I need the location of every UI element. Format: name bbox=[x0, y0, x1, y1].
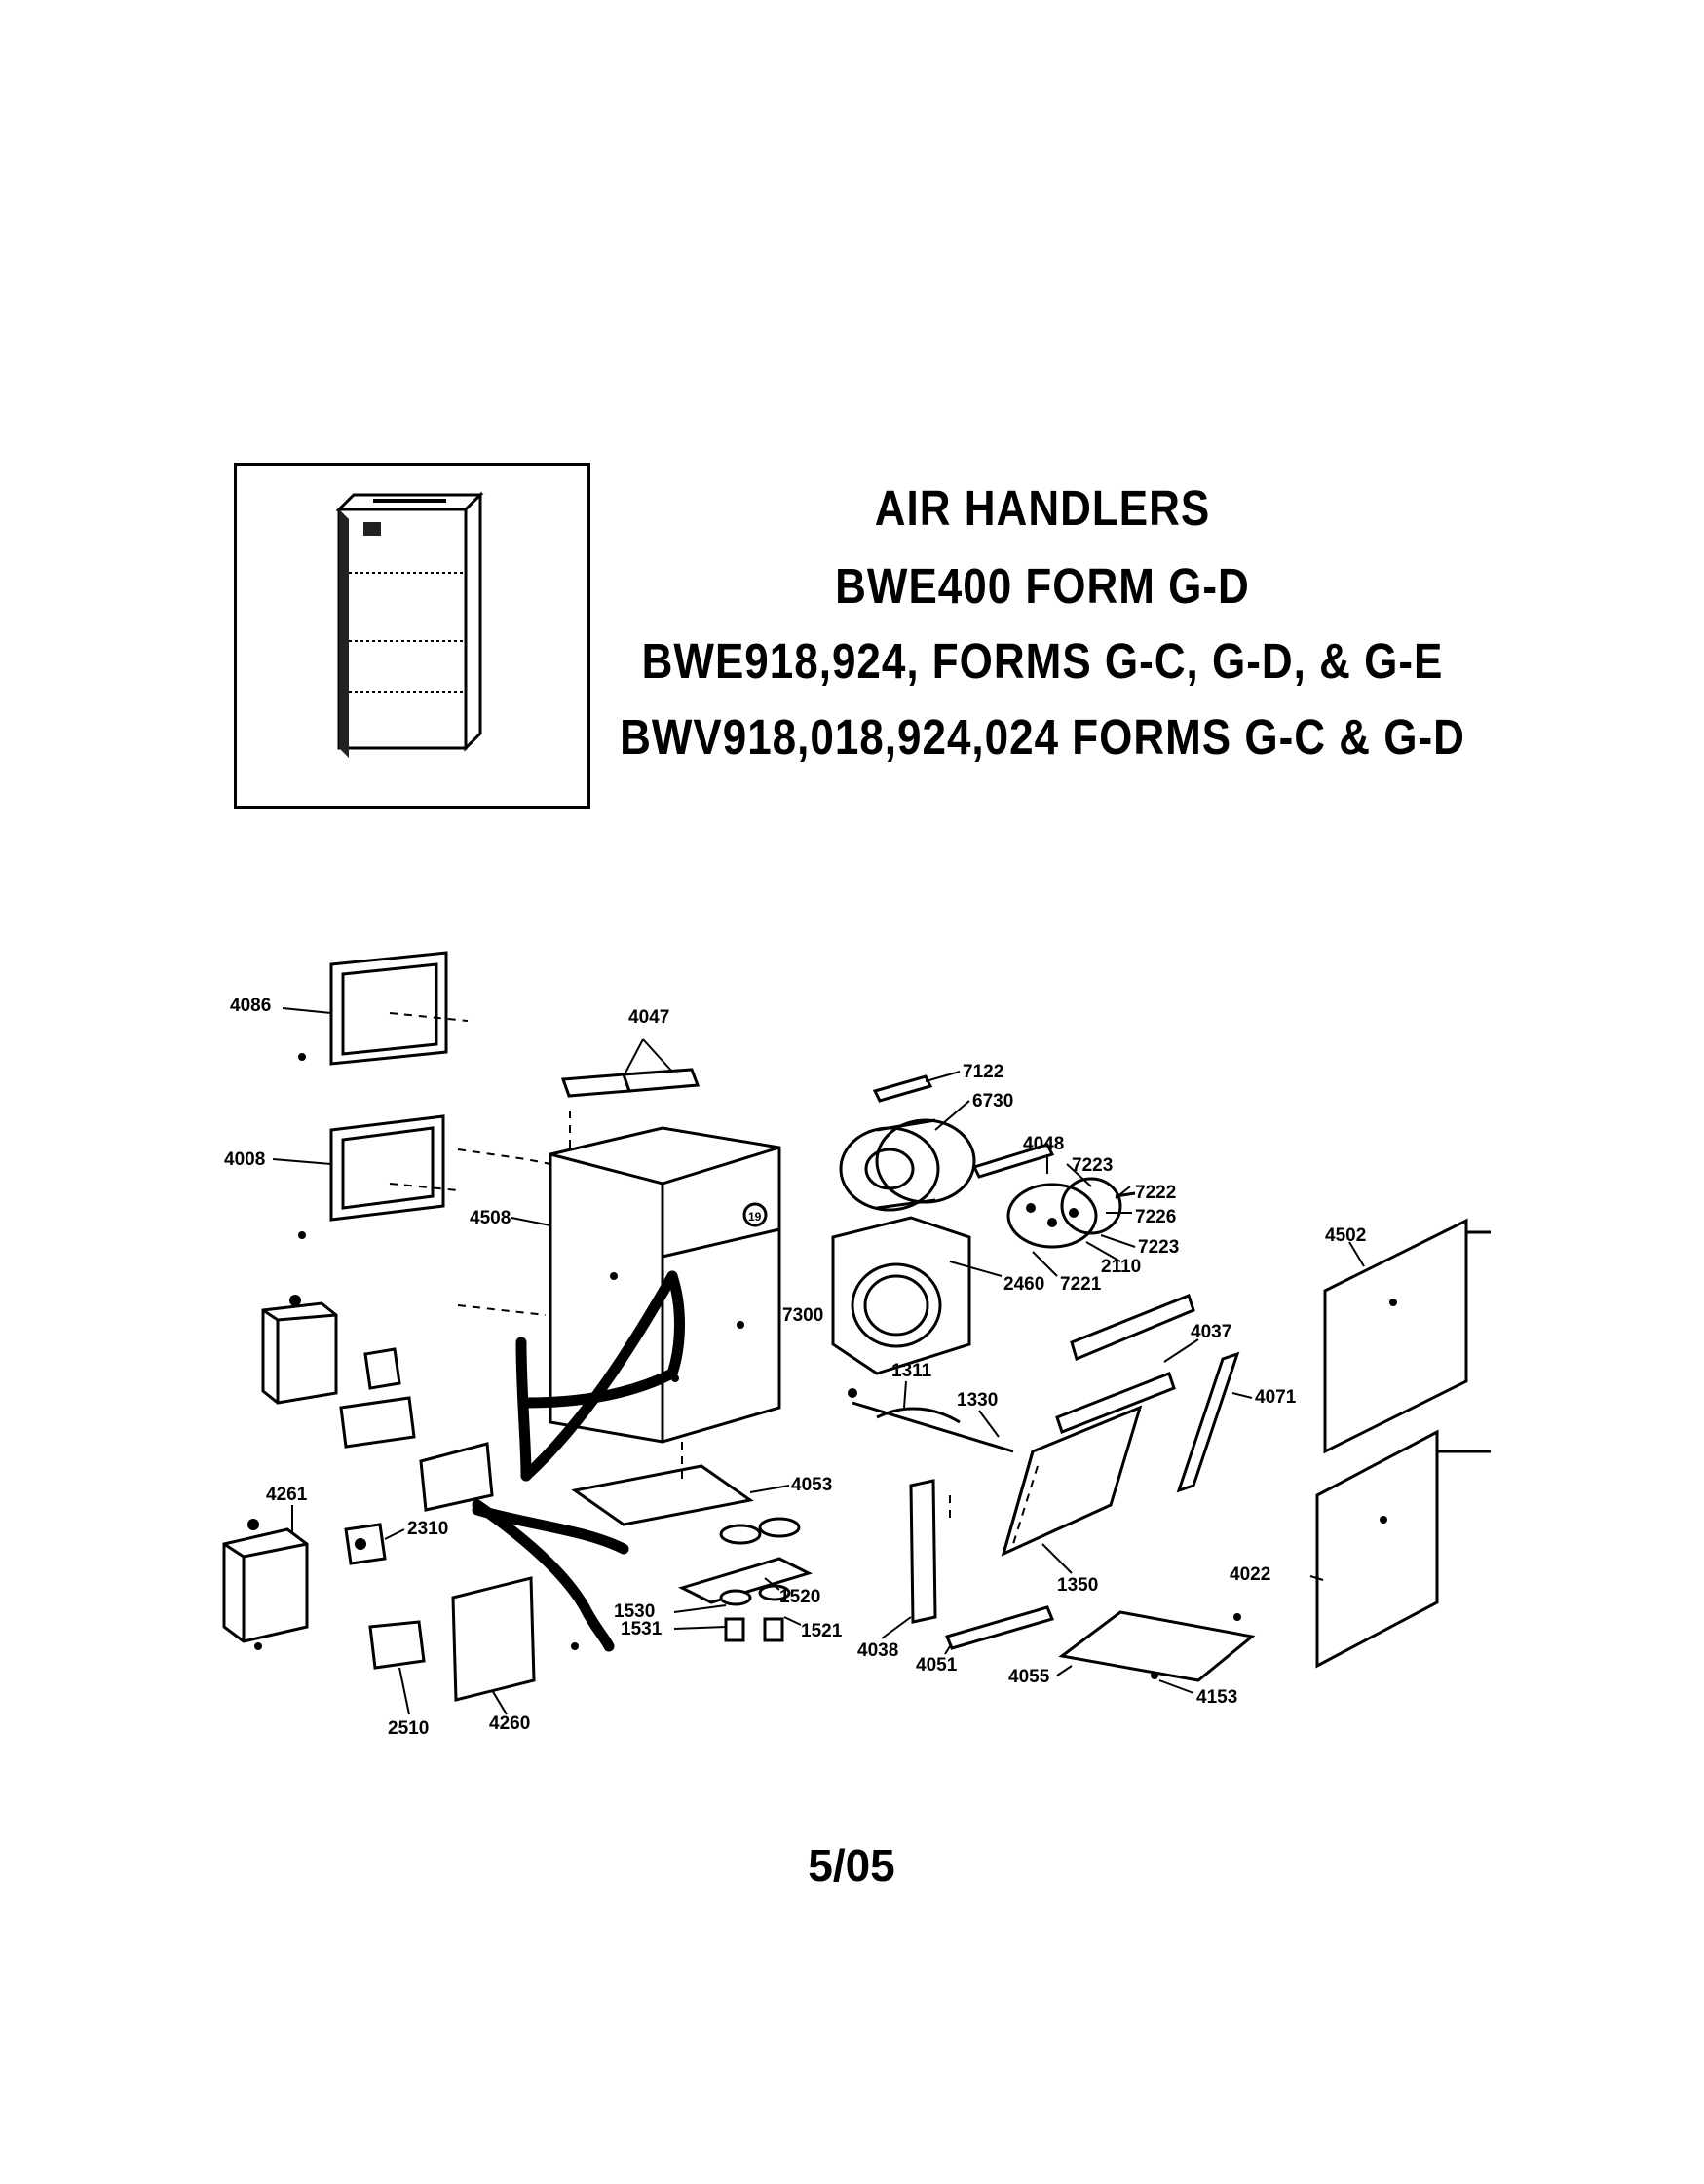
part-4086-filter-frame bbox=[298, 951, 469, 1066]
part-4037-rails bbox=[1055, 1294, 1195, 1434]
exploded-parts-diagram: 4086 4047 7122 6730 4008 4048 7223 7222 … bbox=[222, 951, 1491, 1739]
label-4260: 4260 bbox=[489, 1713, 530, 1734]
part-4048-bracket bbox=[971, 1143, 1055, 1179]
part-4038-brace bbox=[909, 1479, 951, 1624]
control-panel-bracket bbox=[419, 1442, 494, 1512]
part-4502-access-panel bbox=[1323, 1218, 1491, 1454]
leader-lines bbox=[272, 1007, 1365, 1715]
label-4008: 4008 bbox=[224, 1149, 265, 1170]
label-1531: 1531 bbox=[621, 1619, 663, 1639]
part-7122-mount bbox=[872, 1074, 933, 1103]
label-2510: 2510 bbox=[388, 1718, 429, 1739]
label-4038: 4038 bbox=[857, 1640, 898, 1661]
label-7122: 7122 bbox=[963, 1062, 1003, 1082]
label-7300: 7300 bbox=[782, 1305, 823, 1326]
part-7300-blower-housing bbox=[831, 1216, 971, 1375]
label-19: 19 bbox=[748, 1210, 762, 1224]
part-labels: 4086 4047 7122 6730 4008 4048 7223 7222 … bbox=[224, 996, 1366, 1739]
part-6730-blower-wheel bbox=[839, 1118, 976, 1212]
label-1530: 1530 bbox=[614, 1601, 655, 1622]
page-date: 5/05 bbox=[808, 1840, 895, 1891]
label-2310: 2310 bbox=[407, 1519, 448, 1539]
label-4071: 4071 bbox=[1255, 1387, 1297, 1408]
label-4022: 4022 bbox=[1230, 1564, 1270, 1585]
title-line-1: AIR HANDLERS bbox=[874, 481, 1211, 537]
label-1520: 1520 bbox=[779, 1587, 820, 1607]
part-1520-drain-assembly bbox=[677, 1517, 814, 1642]
label-2110: 2110 bbox=[1101, 1257, 1141, 1277]
label-4153: 4153 bbox=[1196, 1687, 1237, 1708]
motor-assembly bbox=[1006, 1177, 1136, 1249]
air-handler-thumbnail-image bbox=[335, 491, 484, 758]
part-4071-side-rail bbox=[1176, 1351, 1240, 1493]
label-7223b: 7223 bbox=[1138, 1237, 1179, 1258]
label-4086: 4086 bbox=[230, 996, 271, 1016]
label-6730: 6730 bbox=[972, 1091, 1013, 1111]
part-4261-control-box bbox=[222, 1519, 309, 1650]
label-4055: 4055 bbox=[1008, 1667, 1050, 1687]
label-4048: 4048 bbox=[1023, 1134, 1064, 1154]
label-4502: 4502 bbox=[1325, 1225, 1366, 1246]
part-1311-bracket bbox=[848, 1388, 1014, 1453]
label-7221: 7221 bbox=[1060, 1274, 1102, 1295]
control-box-upper-left bbox=[261, 1295, 416, 1449]
label-4047: 4047 bbox=[628, 1007, 669, 1028]
label-4261: 4261 bbox=[266, 1485, 308, 1505]
part-4008-filter-frame bbox=[298, 1114, 459, 1239]
label-1350: 1350 bbox=[1057, 1575, 1098, 1596]
label-4037: 4037 bbox=[1191, 1322, 1231, 1342]
label-7226: 7226 bbox=[1135, 1207, 1176, 1227]
label-7223a: 7223 bbox=[1072, 1155, 1113, 1176]
part-4022-access-panel bbox=[1315, 1429, 1491, 1669]
part-2310-relay bbox=[344, 1523, 387, 1565]
part-4260-panel bbox=[451, 1576, 579, 1702]
part-1350-coil bbox=[1001, 1405, 1143, 1557]
wiring-harness bbox=[472, 1270, 685, 1652]
label-4508: 4508 bbox=[470, 1208, 511, 1228]
label-1311: 1311 bbox=[891, 1361, 932, 1381]
label-2460: 2460 bbox=[1003, 1274, 1044, 1295]
label-4053: 4053 bbox=[791, 1475, 832, 1495]
label-7222: 7222 bbox=[1135, 1183, 1176, 1203]
title-line-3: BWE918,924, FORMS G-C, G-D, & G-E bbox=[641, 634, 1444, 690]
label-4051: 4051 bbox=[916, 1655, 958, 1676]
title-line-2: BWE400 FORM G-D bbox=[835, 559, 1250, 615]
title-line-4: BWV918,018,924,024 FORMS G-C & G-D bbox=[620, 710, 1465, 766]
part-4055-bottom-panel bbox=[1058, 1610, 1256, 1682]
part-4051-strip bbox=[944, 1605, 1055, 1650]
product-thumbnail bbox=[234, 463, 590, 809]
label-1330: 1330 bbox=[957, 1390, 998, 1411]
part-4053-bottom-tray bbox=[571, 1442, 754, 1526]
part-2510-transformer bbox=[368, 1620, 426, 1670]
label-1521: 1521 bbox=[801, 1621, 843, 1641]
